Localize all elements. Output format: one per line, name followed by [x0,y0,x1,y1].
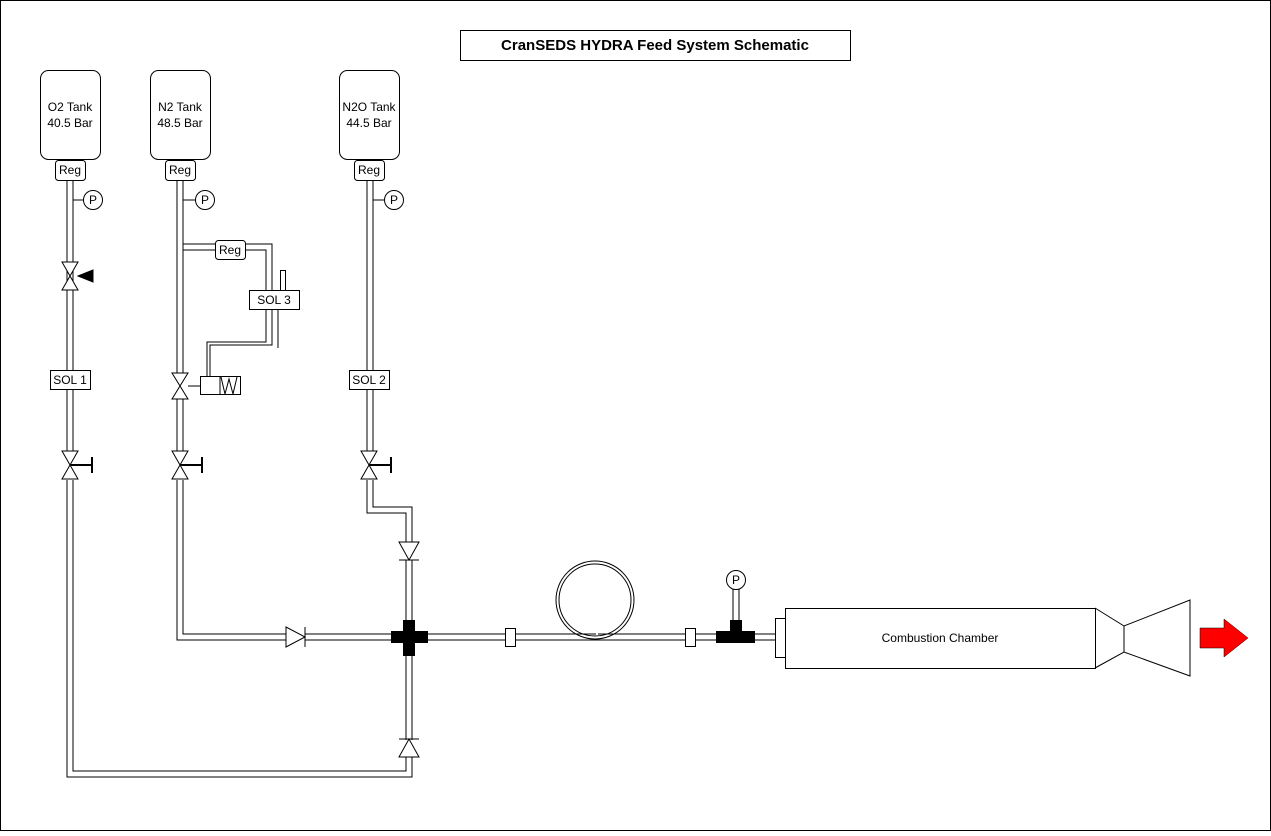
pressure-gauge-icon [195,190,215,210]
check-valve-icon [285,626,307,648]
regulator-label: Reg [358,163,380,177]
gauge-label: P [201,193,209,207]
title-box: CranSEDS HYDRA Feed System Schematic [460,30,851,61]
regulator-n2 [165,160,196,181]
tank-pressure: 48.5 Bar [157,116,202,130]
tank-label: N2O Tank [342,100,396,114]
sol2-label: SOL 2 [352,373,386,387]
union-fittings [505,628,696,647]
regulator-label: Reg [169,163,191,177]
sol1-box [50,370,91,390]
regulator-o2 [55,160,86,181]
pressure-gauge-icon [726,570,746,590]
gauge-label: P [732,573,740,587]
regulator-label: Reg [219,243,241,257]
union-fitting [505,628,516,647]
manual-valve-icon [61,450,93,480]
check-valve-icon [398,541,420,562]
tank-label: O2 Tank [48,100,93,114]
pressure-gauge-icon [83,190,103,210]
n2-actuated-valve-icon [171,372,241,400]
sol3-box [249,290,300,310]
exhaust-arrow-icon [1199,618,1249,658]
combustion-chamber-label: Combustion Chamber [882,631,999,645]
regulator-label: Reg [59,163,81,177]
gauge-label: P [390,193,398,207]
sol1-label: SOL 1 [53,373,87,387]
tank-pressure: 40.5 Bar [47,116,92,130]
o2-tank: O2 Tank 40.5 Bar [40,70,101,160]
manual-valve-icon [171,450,203,480]
diagram-title: CranSEDS HYDRA Feed System Schematic [501,37,809,54]
cross-junction [391,620,428,656]
nozzle-icon [1094,599,1191,677]
union-fitting [685,628,696,647]
pressure-gauge-icon [384,190,404,210]
o2-actuated-valve-icon [61,261,94,291]
pipes [66,180,776,778]
n2-tank: N2 Tank 48.5 Bar [150,70,211,160]
combustion-chamber [775,599,1191,677]
gauge-label: P [89,193,97,207]
check-valve-icon [398,737,420,758]
tee-junction [716,620,755,643]
tank-label: N2 Tank [158,100,203,114]
sol3-vent [280,270,286,291]
sol3-label: SOL 3 [257,293,291,307]
regulator-n2o [354,160,385,181]
tank-pressure: 44.5 Bar [346,116,391,130]
sol2-box [349,370,390,390]
regulator-n2-branch [215,240,246,260]
injector-coil [555,560,635,640]
manual-valve-icon [360,450,392,480]
n2o-tank: N2O Tank 44.5 Bar [339,70,400,160]
